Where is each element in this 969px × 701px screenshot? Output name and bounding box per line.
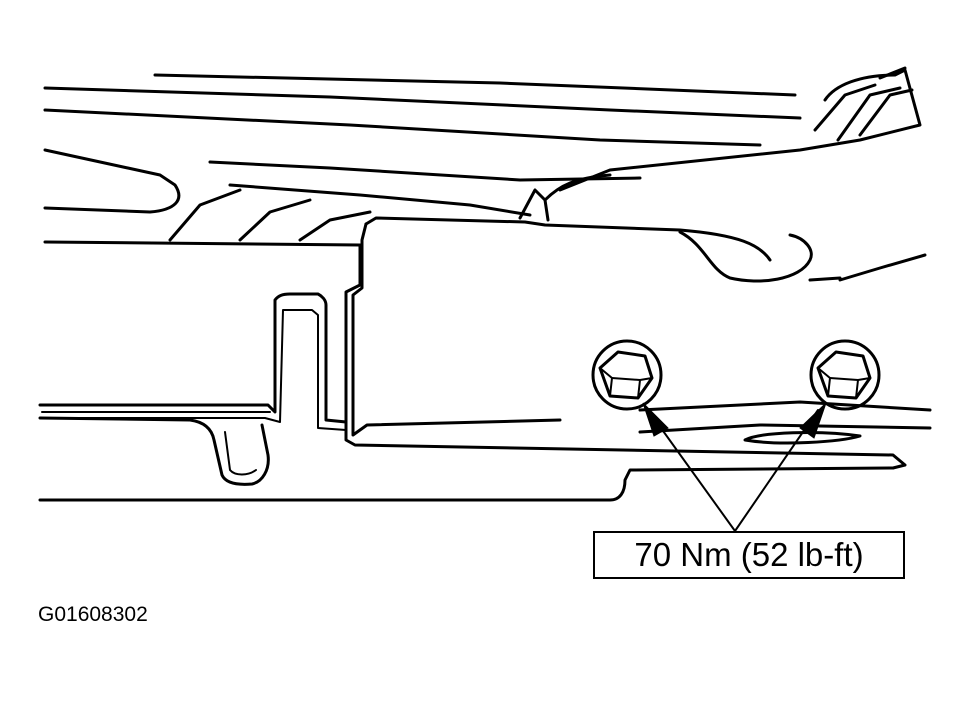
figure-id-label: G01608302 (38, 603, 148, 626)
torque-callout-label: 70 Nm (52 lb-ft) (634, 536, 864, 573)
upper-body-lines (43, 66, 922, 242)
arrowhead-right-icon (799, 402, 827, 439)
bolt-right-icon (809, 339, 881, 411)
flange-lines (638, 400, 932, 445)
bolt-left-icon (591, 339, 663, 411)
torque-leader-lines (642, 402, 827, 532)
frame-rail (38, 240, 895, 502)
arrowhead-left-icon (642, 402, 669, 437)
bracket-plate (344, 173, 927, 470)
torque-callout-box: 70 Nm (52 lb-ft) (593, 531, 905, 579)
